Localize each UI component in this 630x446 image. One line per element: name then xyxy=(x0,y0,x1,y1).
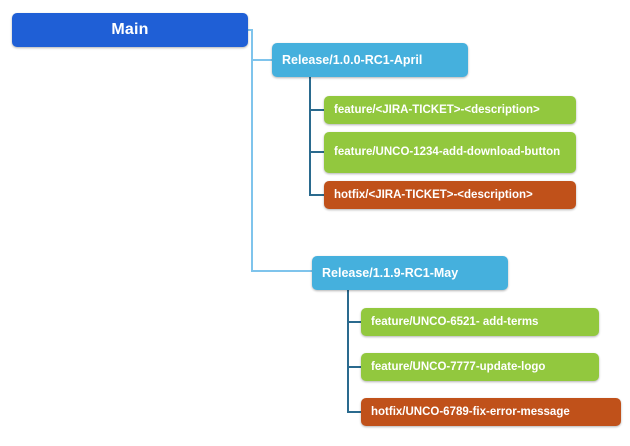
node-feature-unco-1234-label: feature/UNCO-1234-add-download-button xyxy=(334,146,561,158)
node-feature-unco-7777-label: feature/UNCO-7777-update-logo xyxy=(371,360,546,373)
node-main[interactable]: Main xyxy=(12,13,248,47)
node-release-1-label: Release/1.0.0-RC1-April xyxy=(282,53,423,67)
node-main-label: Main xyxy=(111,21,149,38)
node-feature-unco-7777[interactable]: feature/UNCO-7777-update-logo xyxy=(361,353,599,381)
node-feature-jira-ticket-template-label: feature/<JIRA-TICKET>-<description> xyxy=(334,103,540,116)
node-hotfix-unco-6789[interactable]: hotfix/UNCO-6789-fix-error-message xyxy=(361,398,621,426)
node-release-1[interactable]: Release/1.0.0-RC1-April xyxy=(272,43,468,77)
node-feature-unco-1234[interactable]: feature/UNCO-1234-add-download-button xyxy=(324,132,576,173)
node-feature-unco-6521-label: feature/UNCO-6521- add-terms xyxy=(371,315,539,328)
node-release-2-label: Release/1.1.9-RC1-May xyxy=(322,266,459,280)
node-hotfix-unco-6789-label: hotfix/UNCO-6789-fix-error-message xyxy=(371,405,570,418)
node-release-2[interactable]: Release/1.1.9-RC1-May xyxy=(312,256,508,290)
node-feature-jira-ticket-template[interactable]: feature/<JIRA-TICKET>-<description> xyxy=(324,96,576,124)
node-feature-unco-6521[interactable]: feature/UNCO-6521- add-terms xyxy=(361,308,599,336)
node-hotfix-jira-ticket-template-label: hotfix/<JIRA-TICKET>-<description> xyxy=(334,188,533,201)
node-hotfix-jira-ticket-template[interactable]: hotfix/<JIRA-TICKET>-<description> xyxy=(324,181,576,209)
